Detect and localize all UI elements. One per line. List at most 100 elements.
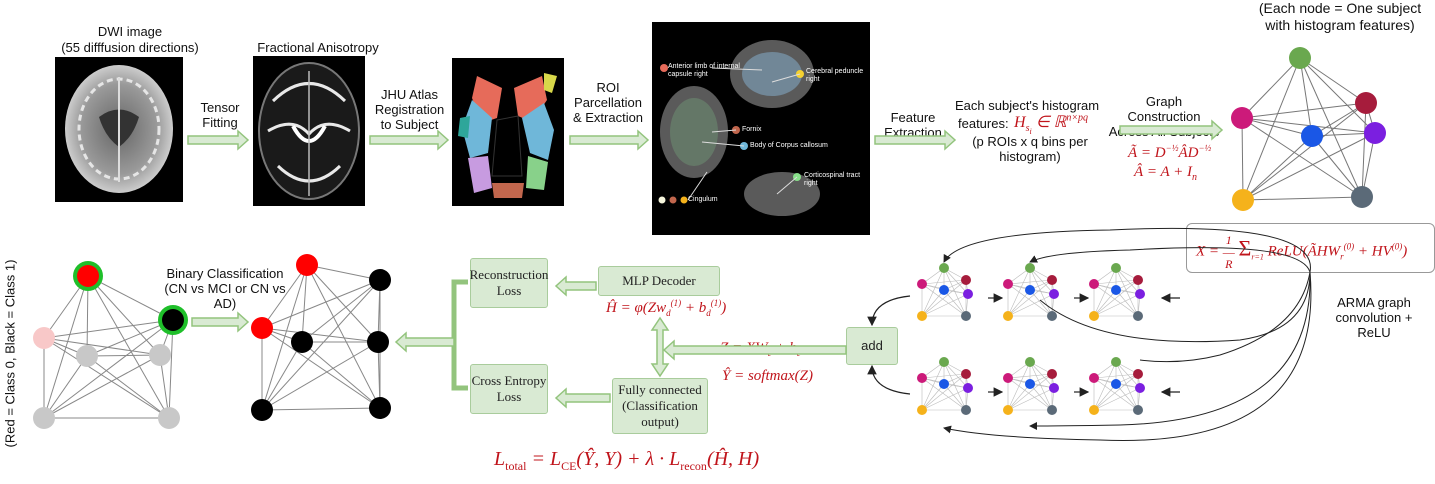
arma-row-top-graph-node — [1047, 275, 1057, 285]
arma-row-bottom-graph-node — [961, 405, 971, 415]
arma-row-bottom-graph-edge — [921, 383, 945, 411]
subject-graph-edge — [1242, 132, 1376, 201]
fa-image — [253, 56, 365, 206]
y-equation: Ŷ = softmax(Z) — [722, 368, 813, 384]
arma-row-top-graph-node — [961, 311, 971, 321]
arma-row-top-graph-node — [939, 285, 949, 295]
output-graph-node — [251, 317, 273, 339]
mlp-decoder-label: MLP Decoder — [622, 273, 696, 288]
subject-graph-edge — [1299, 57, 1363, 198]
arma-row-top-graph-edge — [1029, 289, 1053, 317]
arma-row-top-graph-edge — [1093, 279, 1139, 285]
arma-row-bottom-graph-node — [917, 405, 927, 415]
arma-row-top-graph-edge — [1093, 279, 1139, 317]
arma-row-bottom-graph-edge — [921, 373, 967, 379]
arrow-graph — [1119, 119, 1224, 141]
subject-graph-edge — [1311, 135, 1363, 198]
output-graph-edge — [261, 341, 379, 411]
output-graph-edge — [301, 264, 308, 343]
arma-row-bottom-graph-edge — [1093, 383, 1117, 411]
output-graph-edge — [377, 341, 381, 409]
arma-row-top-graph-node — [1003, 279, 1013, 289]
subject-graph-edge — [1299, 57, 1376, 134]
subject-graph-node — [1231, 107, 1253, 129]
ce-loss-box: Cross Entropy Loss — [470, 364, 548, 414]
input-graph-edge — [43, 337, 161, 356]
input-graph-node — [33, 407, 55, 429]
jhu-registration-label: JHU Atlas Registration to Subject — [374, 87, 445, 132]
histogram-equation: Hsi ∈ ℝn×pq — [1014, 112, 1089, 137]
subject-graph-edge — [1241, 57, 1301, 119]
arma-row-bottom-graph-node — [1025, 379, 1035, 389]
arma-row-top-graph-edge — [921, 289, 945, 317]
adjacency-norm-equation: Ã = D−½ÂD−½ — [1128, 143, 1212, 161]
input-graph-node — [162, 309, 184, 331]
arma-row-bottom-graph-node — [1111, 379, 1121, 389]
subject-graph-node — [1232, 189, 1254, 211]
output-graph-node — [296, 254, 318, 276]
binary-classification-title: Binary Classification — [166, 266, 284, 281]
output-graph-edge — [306, 264, 379, 343]
label-cingulum: Cingulum — [688, 196, 718, 203]
node-note: (Each node = One subject with histogram … — [1258, 0, 1422, 33]
arma-row-bottom-graph-node — [1047, 369, 1057, 379]
input-graph-edge — [86, 354, 161, 357]
arma-row-top-graph-node — [1089, 311, 1099, 321]
loss-bracket — [451, 279, 468, 391]
tensor-fitting-label: Tensor Fitting — [200, 100, 240, 130]
arma-row-top-graph-node — [1089, 279, 1099, 289]
output-graph-node — [369, 397, 391, 419]
output-graph-edge — [261, 327, 379, 343]
skip-connector-2 — [943, 227, 1311, 273]
arma-row-top-graph-edge — [1093, 289, 1117, 317]
subject-graph-node — [1355, 92, 1377, 114]
histogram-text-1: Each subject's histogram — [955, 98, 1100, 113]
subject-graph-node — [1289, 47, 1311, 69]
label-alic: Anterior limb of internal capsule right — [668, 63, 740, 78]
subject-graph-node — [1351, 186, 1373, 208]
arma-row-bottom-graph-node — [1089, 405, 1099, 415]
arma-row-bottom-graph-node — [1111, 357, 1121, 367]
input-graph-node — [149, 344, 171, 366]
arma-row-bottom-graph-node — [1047, 405, 1057, 415]
output-graph-edge — [261, 327, 381, 409]
arma-label: ARMA graph convolution + ReLU — [1335, 295, 1413, 340]
arma-row-top-graph-node — [1049, 289, 1059, 299]
roi-parcellation-label: ROI Parcellation & Extraction — [572, 80, 644, 125]
arma-row-bottom-graph-node — [1133, 405, 1143, 415]
arma-row-top-graph-edge — [921, 293, 969, 317]
arma-row-bottom-graph-edge — [921, 373, 967, 411]
input-graph-node — [77, 265, 99, 287]
label-corticospinal: Corticospinal tract right — [804, 172, 861, 187]
arma-row-bottom-graph-edge — [1007, 373, 1053, 411]
output-graph-node — [251, 399, 273, 421]
arma-row-top-graph-edge — [921, 279, 967, 285]
arma-row-bottom-graph-edge — [1093, 387, 1141, 411]
connector-bottom-to-add — [867, 364, 911, 395]
arrow-loss-to-graph — [394, 331, 455, 353]
output-graph-edge — [261, 264, 308, 329]
arma-row-bottom-graph-node — [1089, 373, 1099, 383]
output-graph-edge — [306, 264, 381, 409]
arma-row-top-graph-node — [963, 289, 973, 299]
ce-loss-label: Cross Entropy Loss — [471, 373, 547, 404]
skip-connector-1 — [1039, 271, 1311, 343]
subject-graph-edge — [1242, 102, 1367, 201]
input-graph-node — [76, 345, 98, 367]
arma-row-top-graph-edge — [1007, 289, 1031, 317]
arma-row-bottom-graph-node — [939, 379, 949, 389]
total-loss-equation: Ltotal = LCE(Ŷ, Y) + λ · Lrecon(Ĥ, H) — [494, 448, 760, 473]
dwi-title: DWI image — [97, 24, 163, 39]
subject-graph-edge — [1241, 117, 1376, 134]
arma-row-bottom-graph-node — [1003, 405, 1013, 415]
output-graph-node — [367, 331, 389, 353]
adjacency-selfloop-equation: Â = A + In — [1134, 164, 1198, 183]
connector-top-to-add — [867, 295, 911, 327]
arrow-tensor — [187, 129, 250, 151]
arma-row-top-graph-node — [961, 275, 971, 285]
arma-row-top-graph-edge — [1093, 283, 1139, 317]
histogram-note: (p ROIs x q bins per histogram) — [972, 134, 1088, 164]
arma-row-top-graph-edge — [1007, 283, 1053, 317]
output-graph-node — [291, 331, 313, 353]
arma-row-bottom-graph-edge — [1093, 377, 1139, 411]
